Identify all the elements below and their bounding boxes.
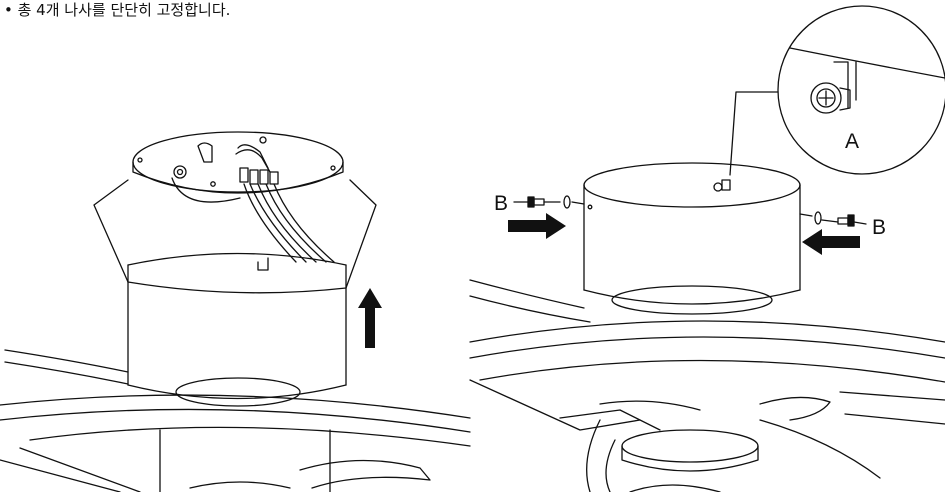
screw-left [513,195,585,209]
arrow-left-icon [802,229,860,255]
right-illustration [469,5,945,492]
motor-housing [127,252,347,407]
label-b-left: B [494,192,508,215]
arrow-up-icon [358,288,382,348]
wire-bundle [171,144,335,263]
left-illustration [0,131,471,492]
mounting-plate [132,131,344,194]
screw-right [799,211,867,227]
canopy-cover [93,179,377,294]
instruction-text: • 총 4개 나사를 단단히 고정합니다. [4,1,231,19]
motor-housing-right [583,162,801,315]
blade-assembly [0,349,471,492]
label-b-right: B [872,216,886,239]
detail-callout [729,5,945,176]
arrow-right-icon [508,213,566,239]
label-a: A [845,130,859,153]
blade-assembly-right [469,279,945,492]
